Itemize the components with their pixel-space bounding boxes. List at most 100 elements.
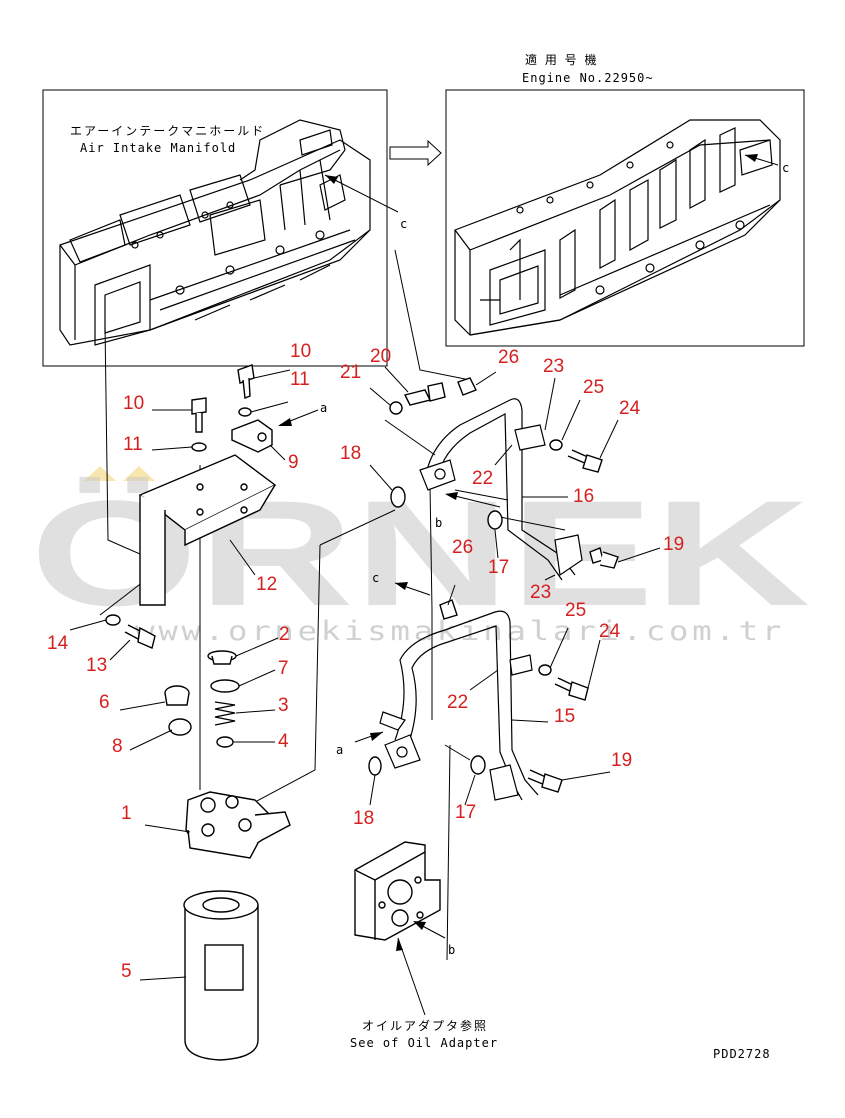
engine-number: Engine No.22950~ <box>522 71 654 85</box>
callout-24-lower: 24 <box>599 621 621 642</box>
callout-17-upper: 17 <box>488 557 509 578</box>
letter-b-upper: b <box>435 516 443 530</box>
part-oring-17-upper <box>487 510 503 530</box>
callout-13: 13 <box>86 655 107 676</box>
letter-c-mid: c <box>372 571 380 585</box>
callout-2: 2 <box>279 624 290 645</box>
callout-19-upper: 19 <box>663 534 684 555</box>
callout-19-lower: 19 <box>611 750 632 771</box>
part-bracket-12 <box>138 454 277 606</box>
part-ball-4 <box>216 736 234 748</box>
part-spacer-26-upper <box>457 377 477 396</box>
arrow-adapter-ref <box>396 938 403 951</box>
callout-14: 14 <box>47 633 69 654</box>
arrow-c-left <box>325 175 338 184</box>
callout-26-lower: 26 <box>452 537 473 558</box>
part-oring-18-lower <box>368 756 382 776</box>
callout-7: 7 <box>278 658 289 679</box>
part-washer-14 <box>105 614 121 626</box>
part-washer-21 <box>389 401 403 415</box>
callout-22-lower: 22 <box>447 692 468 713</box>
watermark-accent-left <box>84 466 116 481</box>
pointer-adapter-ref <box>397 937 426 1016</box>
part-bracket-9 <box>231 419 273 453</box>
arrow-a-9 <box>278 418 292 426</box>
callout-8: 8 <box>112 736 123 757</box>
callout-leaders <box>69 366 661 981</box>
part-bolt-13 <box>124 624 156 649</box>
transition-arrow <box>389 139 442 167</box>
arrow-c-mid <box>395 582 408 590</box>
callout-18-lower: 18 <box>353 808 374 829</box>
arrow-b-lower <box>413 921 426 930</box>
inset-frame-left <box>42 89 388 367</box>
part-tube-15 <box>379 610 539 801</box>
part-washer-25-lower <box>538 664 552 676</box>
part-oring-17-lower <box>470 755 486 775</box>
callout-6: 6 <box>99 692 110 713</box>
callout-21: 21 <box>340 362 361 383</box>
callout-5: 5 <box>121 961 132 982</box>
part-plug-2 <box>207 650 237 665</box>
callout-17-lower: 17 <box>455 802 476 823</box>
part-bolt-20 <box>403 382 446 406</box>
part-oring-18-upper <box>390 486 406 508</box>
letter-a-lower: a <box>336 743 344 757</box>
callout-3: 3 <box>278 695 289 716</box>
callout-25-lower: 25 <box>565 600 586 621</box>
applicable-label: 適 用 号 機 <box>525 52 598 67</box>
callout-4: 4 <box>278 731 289 752</box>
callout-9: 9 <box>288 452 299 473</box>
part-bolt-24-upper <box>567 449 603 473</box>
manifold-drawing-left <box>59 119 371 346</box>
callout-11-upper: 11 <box>290 369 310 390</box>
callout-numbers: 10 11 10 11 9 12 14 13 2 7 3 4 6 8 1 5 2… <box>47 341 684 982</box>
manifold-label-en: Air Intake Manifold <box>80 141 236 155</box>
callout-12: 12 <box>256 574 277 595</box>
part-filter-5 <box>183 890 259 1061</box>
part-washer-25-upper <box>549 439 563 451</box>
part-bolt-19-upper <box>589 547 619 569</box>
part-oring-7 <box>210 679 240 693</box>
part-washer-11-left <box>191 442 207 452</box>
part-spring-3 <box>214 701 236 726</box>
callout-25-upper: 25 <box>583 377 604 398</box>
part-bolt-10-left <box>191 397 207 433</box>
part-bolt-10-upper <box>237 364 255 399</box>
part-plug-6 <box>164 685 190 706</box>
part-oil-adapter <box>354 841 441 941</box>
part-bolt-24-lower <box>554 677 589 701</box>
callout-26-upper: 26 <box>498 347 519 368</box>
part-filter-head-1 <box>185 791 291 859</box>
callout-11-left: 11 <box>123 434 143 455</box>
inset-frame-right <box>445 89 805 347</box>
letter-c-left: c <box>400 217 408 231</box>
callout-22-upper: 22 <box>472 468 493 489</box>
part-bolt-19-lower <box>527 769 563 793</box>
watermark-url: www.ornekismakinalari.com.tr <box>135 616 785 647</box>
callout-16: 16 <box>573 486 594 507</box>
callout-15: 15 <box>554 706 575 727</box>
part-oring-8 <box>168 718 192 736</box>
callout-23-upper: 23 <box>543 356 564 377</box>
callout-24-upper: 24 <box>619 398 641 419</box>
letter-c-right: c <box>782 161 790 175</box>
part-spacer-26-lower <box>439 599 458 620</box>
part-tube-16 <box>419 398 583 581</box>
callout-10-left: 10 <box>123 393 144 414</box>
adapter-ref-en: See of Oil Adapter <box>350 1036 498 1050</box>
arrow-b-upper <box>445 492 458 500</box>
callout-18-upper: 18 <box>340 443 361 464</box>
letter-a-upper: a <box>320 401 328 415</box>
pointer-c-left <box>324 174 399 213</box>
drawing-code: PDD2728 <box>713 1047 771 1061</box>
arrow-a-lower <box>370 732 383 741</box>
manifold-label-jp: エアーインテークマニホールド <box>70 124 265 138</box>
part-washer-11-upper <box>238 407 252 417</box>
callout-1: 1 <box>121 803 132 824</box>
callout-10-upper: 10 <box>290 341 311 362</box>
watermark-accent-right <box>123 466 155 481</box>
letter-b-lower: b <box>448 943 456 957</box>
manifold-inset-old: エアーインテークマニホールド Air Intake Manifold <box>42 89 408 367</box>
